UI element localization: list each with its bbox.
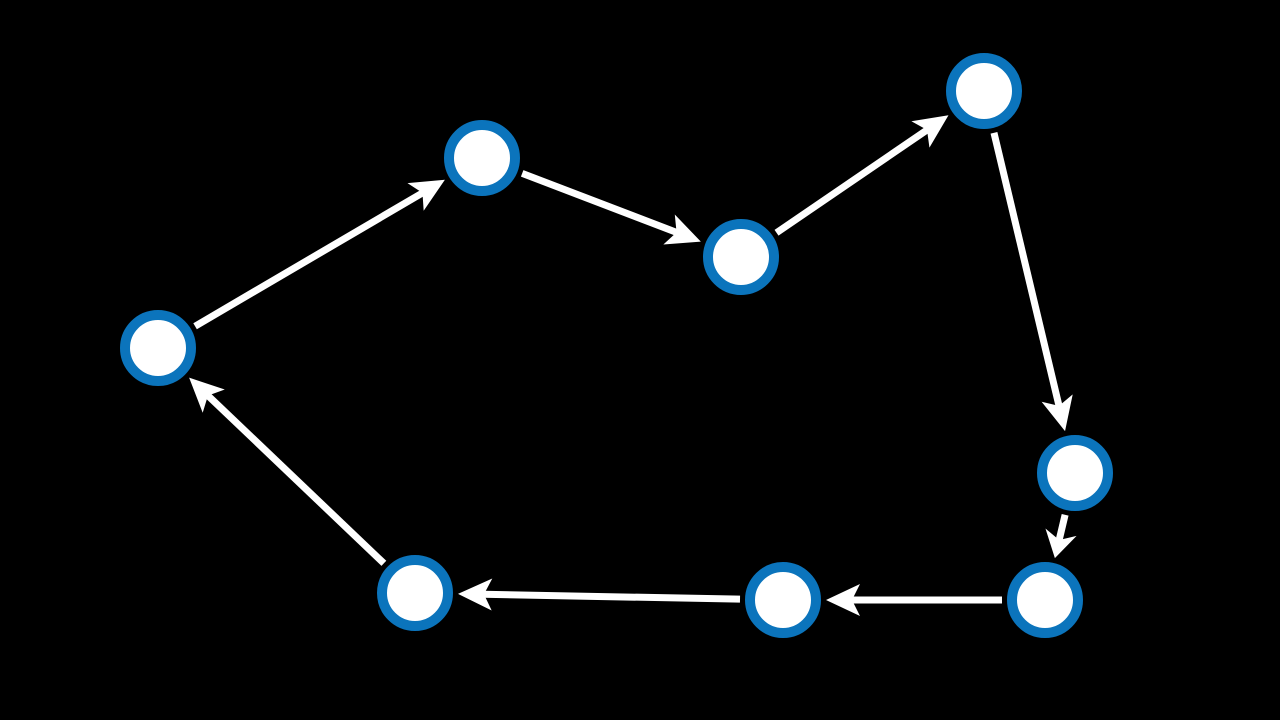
graph-node[interactable] (946, 53, 1022, 129)
graph-edge (193, 179, 445, 330)
edge-arrowhead-icon (911, 115, 949, 148)
node-circle[interactable] (120, 310, 196, 386)
edge-arrowhead-icon (407, 179, 445, 211)
edge-arrowhead-icon (457, 578, 493, 611)
graph-edge (189, 377, 387, 566)
node-circle[interactable] (703, 219, 779, 295)
graph-node[interactable] (1007, 562, 1083, 638)
node-circle[interactable] (444, 120, 520, 196)
graph-edge (826, 584, 1002, 616)
graph-edge (990, 132, 1073, 432)
graph-node[interactable] (120, 310, 196, 386)
edges-layer (189, 115, 1077, 616)
graph-node[interactable] (444, 120, 520, 196)
edge-arrowhead-icon (826, 584, 860, 616)
edge-line (990, 132, 1065, 414)
graph-edge (1045, 514, 1077, 559)
edge-line (193, 186, 431, 330)
node-circle[interactable] (1007, 562, 1083, 638)
edge-line (476, 590, 741, 603)
edge-arrowhead-icon (1041, 394, 1073, 432)
graph-node[interactable] (745, 562, 821, 638)
graph-edge (774, 115, 949, 236)
edge-arrowhead-icon (663, 214, 701, 245)
graph-node[interactable] (377, 555, 453, 631)
edge-arrowhead-icon (189, 377, 225, 413)
node-circle[interactable] (745, 562, 821, 638)
edge-line (520, 170, 685, 239)
node-circle[interactable] (377, 555, 453, 631)
graph-edge (457, 578, 741, 611)
edge-line (200, 388, 387, 566)
graph-node[interactable] (1037, 435, 1113, 511)
node-circle[interactable] (1037, 435, 1113, 511)
edge-line (774, 122, 936, 236)
nodes-layer (120, 53, 1113, 638)
edge-arrowhead-icon (1045, 528, 1077, 559)
graph-edge (520, 170, 701, 245)
graph-node[interactable] (703, 219, 779, 295)
node-circle[interactable] (946, 53, 1022, 129)
edge-line (1054, 514, 1069, 545)
